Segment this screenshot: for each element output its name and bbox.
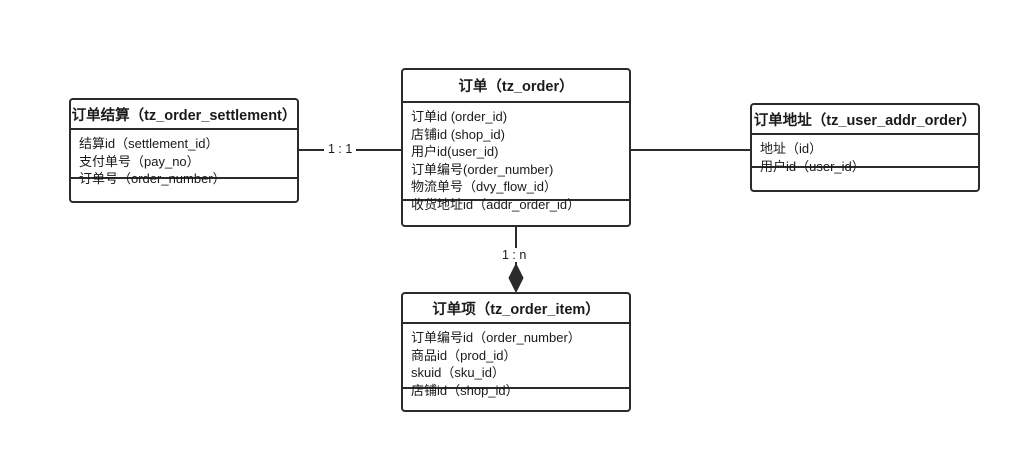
attribute-row: 店铺id (shop_id) (411, 126, 505, 142)
entity-header-tz-order-settlement: 订单结算（tz_order_settlement） (71, 100, 297, 130)
filled-diamond-marker-icon (508, 262, 524, 294)
entity-tz-order-item[interactable]: 订单项（tz_order_item） 订单编号id（order_number） … (401, 292, 631, 412)
entity-attribute-list: 订单id (order_id) 店铺id (shop_id) 用户id(user… (403, 103, 629, 212)
entity-tz-order[interactable]: 订单（tz_order） 订单id (order_id) 店铺id (shop_… (401, 68, 631, 227)
entity-header-tz-order: 订单（tz_order） (403, 70, 629, 103)
attribute-row: 订单编号(order_number) (411, 161, 554, 177)
attribute-row: 商品id（prod_id） (411, 347, 517, 363)
entity-header-tz-order-item: 订单项（tz_order_item） (403, 294, 629, 324)
attribute-row: 用户id(user_id) (411, 144, 499, 159)
attribute-row: 收货地址id（addr_order_id） (411, 196, 581, 212)
attribute-row: 物流单号（dvy_flow_id） (411, 179, 557, 194)
entity-attribute-list: 地址（id） 用户id（user_id） (752, 135, 978, 174)
relation-label-order-item: 1 : n (498, 248, 531, 262)
entity-tz-order-settlement[interactable]: 订单结算（tz_order_settlement） 结算id（settlemen… (69, 98, 299, 203)
attribute-row: 店铺id（shop_id） (411, 382, 519, 398)
relation-label-settlement-order: 1 : 1 (324, 142, 357, 156)
entity-tz-user-addr-order[interactable]: 订单地址（tz_user_addr_order） 地址（id） 用户id（use… (750, 103, 980, 192)
entity-header-tz-user-addr-order: 订单地址（tz_user_addr_order） (752, 105, 978, 135)
attribute-row: skuid（sku_id） (411, 365, 505, 380)
attribute-row: 订单号（order_number） (79, 171, 226, 186)
attribute-row: 地址（id） (760, 141, 823, 156)
attribute-row: 支付单号（pay_no） (79, 153, 200, 169)
attribute-row: 订单编号id（order_number） (411, 330, 581, 345)
entity-attribute-list: 结算id（settlement_id） 支付单号（pay_no） 订单号（ord… (71, 130, 297, 186)
entity-attribute-list: 订单编号id（order_number） 商品id（prod_id） skuid… (403, 324, 629, 398)
attribute-row: 订单id (order_id) (411, 109, 508, 124)
attribute-row: 结算id（settlement_id） (79, 136, 219, 151)
attribute-row: 用户id（user_id） (760, 158, 865, 174)
